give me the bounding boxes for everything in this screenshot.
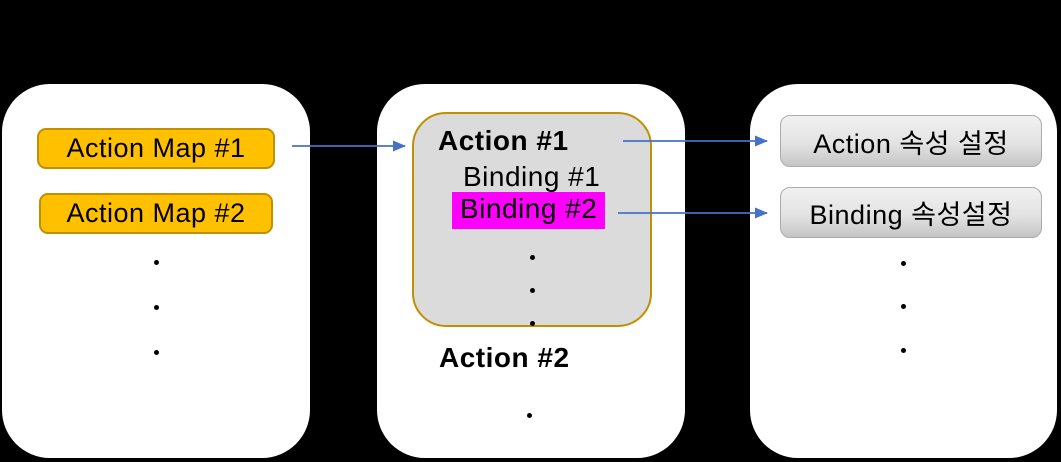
ellipsis-dot [530, 255, 535, 260]
action-2-title: Action #2 [439, 342, 570, 373]
action-1-box: Action #1 Binding #1 Binding #2 [412, 112, 652, 327]
action-map-1-box: Action Map #1 [37, 128, 275, 169]
settings-panel: Action 속성 설정 Binding 속성설정 [750, 84, 1057, 458]
ellipsis-dot [527, 413, 532, 418]
ellipsis-dot [901, 261, 906, 266]
binding-properties-label: Binding 속성설정 [809, 200, 1013, 230]
action-map-2-box: Action Map #2 [39, 193, 273, 234]
ellipsis-dot [901, 304, 906, 309]
action-map-2-label: Action Map #2 [66, 198, 246, 228]
action-properties-button: Action 속성 설정 [780, 115, 1042, 167]
ellipsis-dot [154, 260, 159, 265]
ellipsis-dot [901, 348, 906, 353]
actions-panel: Action #1 Binding #1 Binding #2 Action #… [377, 84, 685, 458]
ellipsis-dot [530, 321, 535, 326]
ellipsis-dot [154, 305, 159, 310]
action-maps-panel: Action Map #1 Action Map #2 [2, 84, 310, 458]
binding-2-label-highlighted: Binding #2 [452, 192, 606, 229]
action-map-1-label: Action Map #1 [66, 133, 246, 163]
ellipsis-dot [530, 288, 535, 293]
binding-properties-button: Binding 속성설정 [780, 187, 1042, 238]
binding-1-label: Binding #1 [463, 161, 601, 192]
action-properties-label: Action 속성 설정 [813, 128, 1009, 159]
action-1-title: Action #1 [438, 125, 569, 156]
ellipsis-dot [154, 350, 159, 355]
